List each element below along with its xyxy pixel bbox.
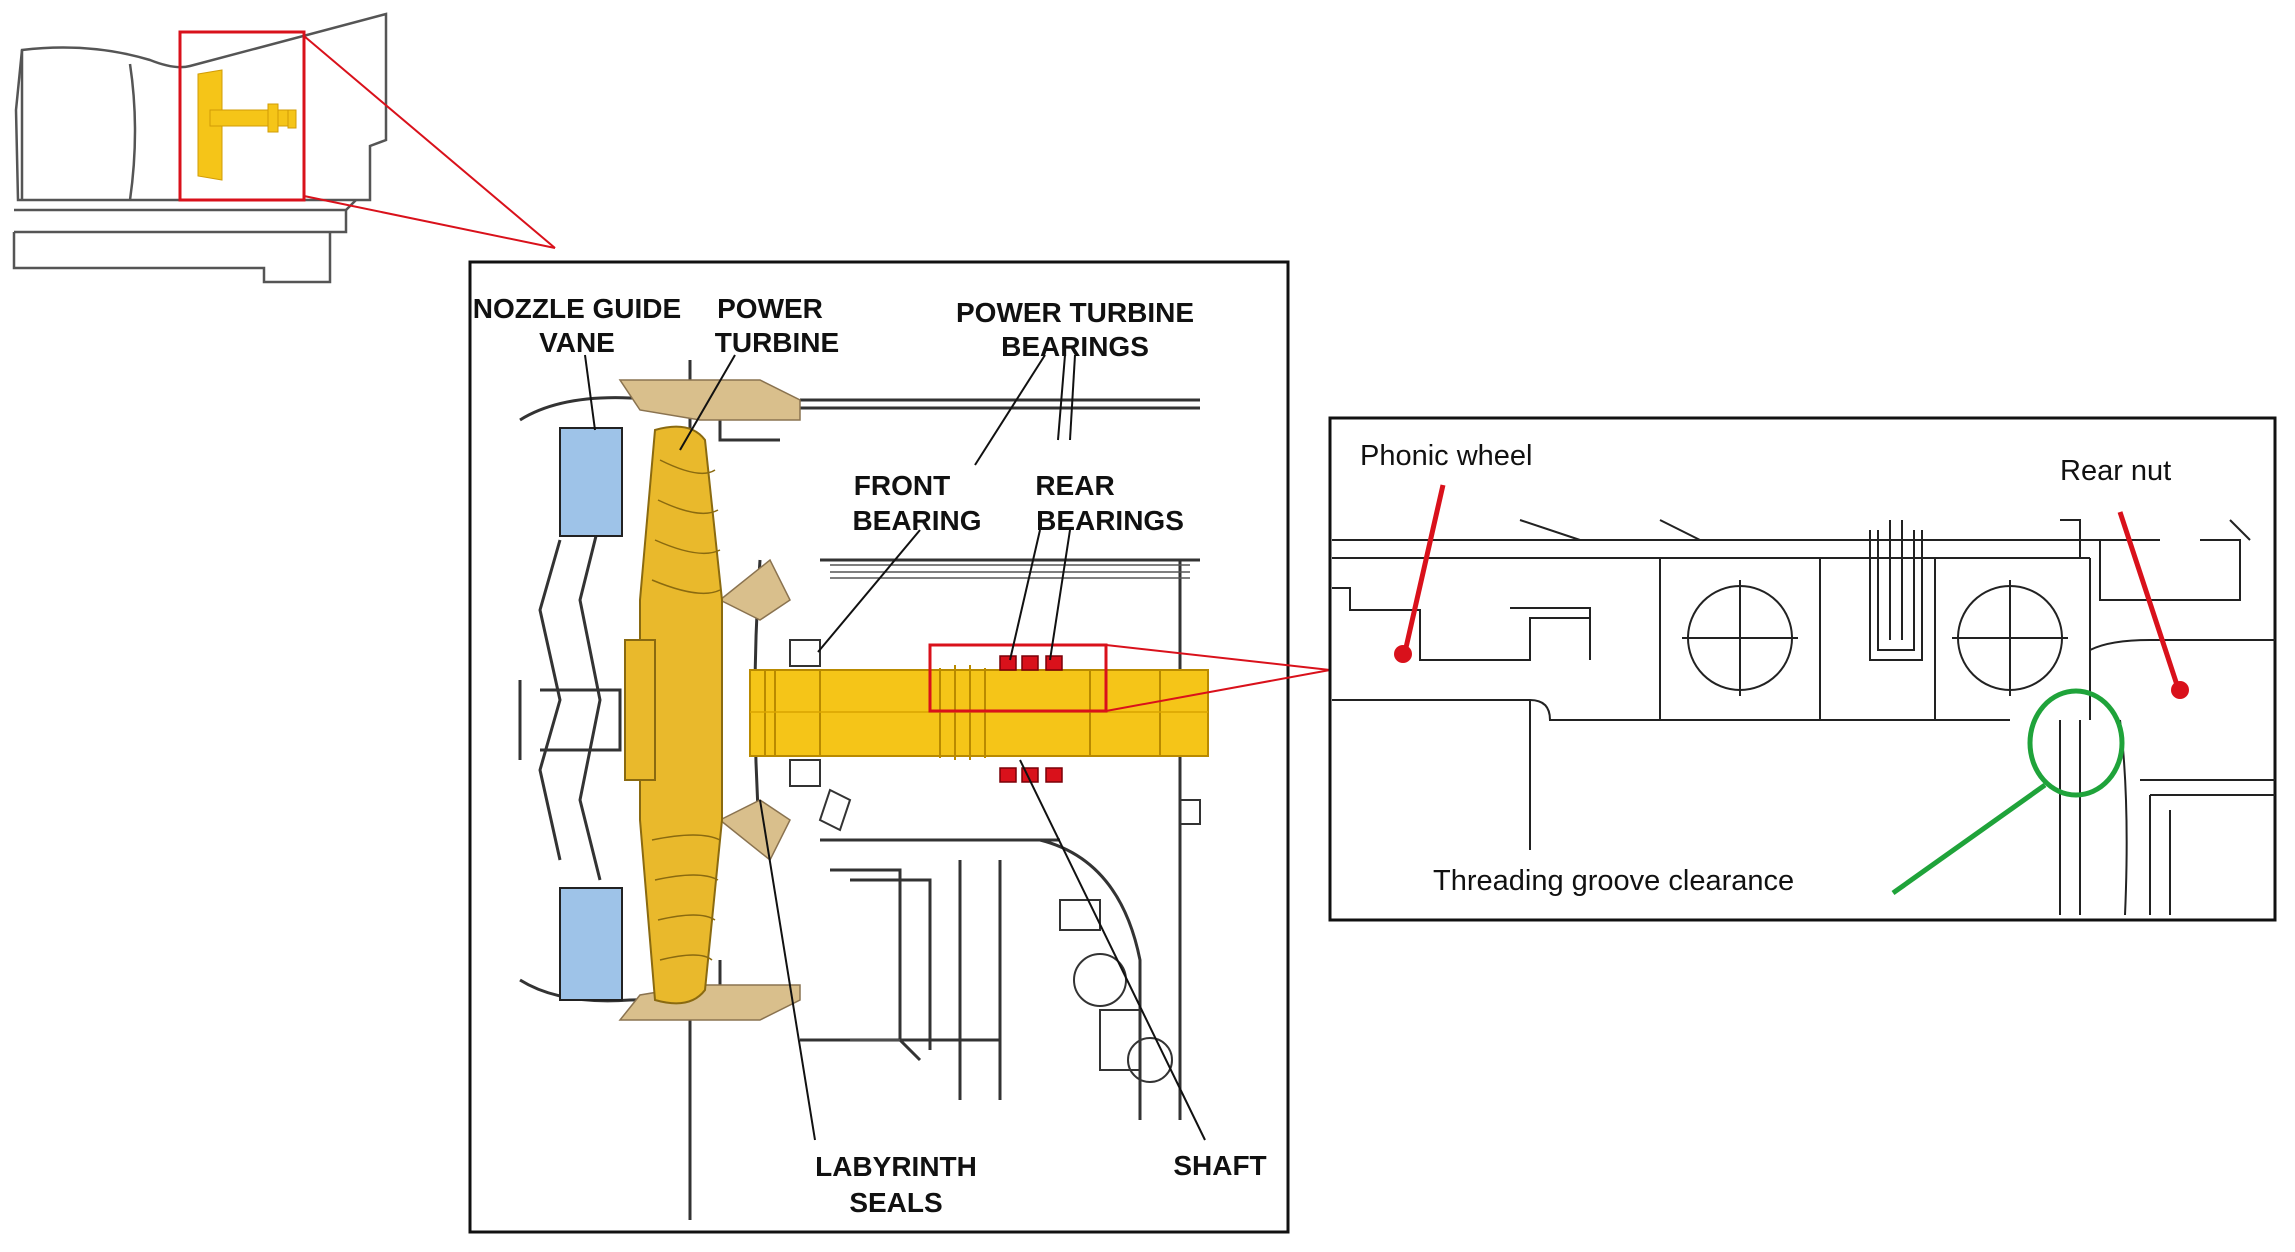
cutaway-drawing xyxy=(518,360,1209,1220)
power-turbine-bearings-line2: BEARINGS xyxy=(1001,331,1149,362)
label-nozzle-guide-vane: NOZZLE GUIDE VANE xyxy=(473,293,681,358)
label-rear-bearings: REAR BEARINGS xyxy=(1035,470,1184,536)
front-bearing xyxy=(789,639,821,787)
nozzle-guide-vane-top xyxy=(559,427,623,537)
rear-bearings-line1: REAR xyxy=(1035,470,1114,501)
nozzle-guide-vane-line2: VANE xyxy=(539,327,615,358)
detail-zoom-lines xyxy=(1105,644,1331,712)
label-threading-groove-clearance: Threading groove clearance xyxy=(1433,865,1794,897)
phonic-wheel-callout xyxy=(1394,484,1446,663)
label-power-turbine: POWER TURBINE xyxy=(715,293,839,358)
power-turbine-disc xyxy=(624,425,723,1005)
front-bearing-line2: BEARING xyxy=(852,505,981,536)
label-labyrinth-seals: LABYRINTH SEALS xyxy=(815,1151,977,1218)
threading-groove-callout xyxy=(1891,688,2125,896)
main-leader-lines xyxy=(584,354,1206,1141)
power-turbine-line2: TURBINE xyxy=(715,327,839,358)
rear-bearings xyxy=(999,655,1063,783)
rear-nut-callout xyxy=(2117,511,2189,699)
label-shaft: SHAFT xyxy=(1173,1150,1266,1181)
nozzle-guide-vane-line1: NOZZLE GUIDE xyxy=(473,293,681,324)
nozzle-guide-vane-bottom xyxy=(559,887,623,1001)
bearing-highlight-box xyxy=(928,643,1108,713)
detail-panel xyxy=(1328,416,2277,922)
label-front-bearing: FRONT BEARING xyxy=(852,470,981,536)
labyrinth-seals-line1: LABYRINTH xyxy=(815,1151,977,1182)
rear-bearings-line2: BEARINGS xyxy=(1036,505,1184,536)
engine-thumbnail xyxy=(12,12,388,284)
front-bearing-line1: FRONT xyxy=(854,470,950,501)
power-turbine-bearings-line1: POWER TURBINE xyxy=(956,297,1194,328)
thumbnail-turbine-icon xyxy=(197,69,297,181)
shaft xyxy=(749,665,1209,760)
label-rear-nut: Rear nut xyxy=(2060,455,2171,487)
power-turbine-line1: POWER xyxy=(717,293,823,324)
thumbnail-highlight-box xyxy=(178,30,306,202)
labyrinth-seals-line2: SEALS xyxy=(849,1187,942,1218)
thumbnail-zoom-lines xyxy=(303,35,556,249)
label-phonic-wheel: Phonic wheel xyxy=(1360,440,1533,472)
label-power-turbine-bearings: POWER TURBINE BEARINGS xyxy=(956,297,1194,362)
